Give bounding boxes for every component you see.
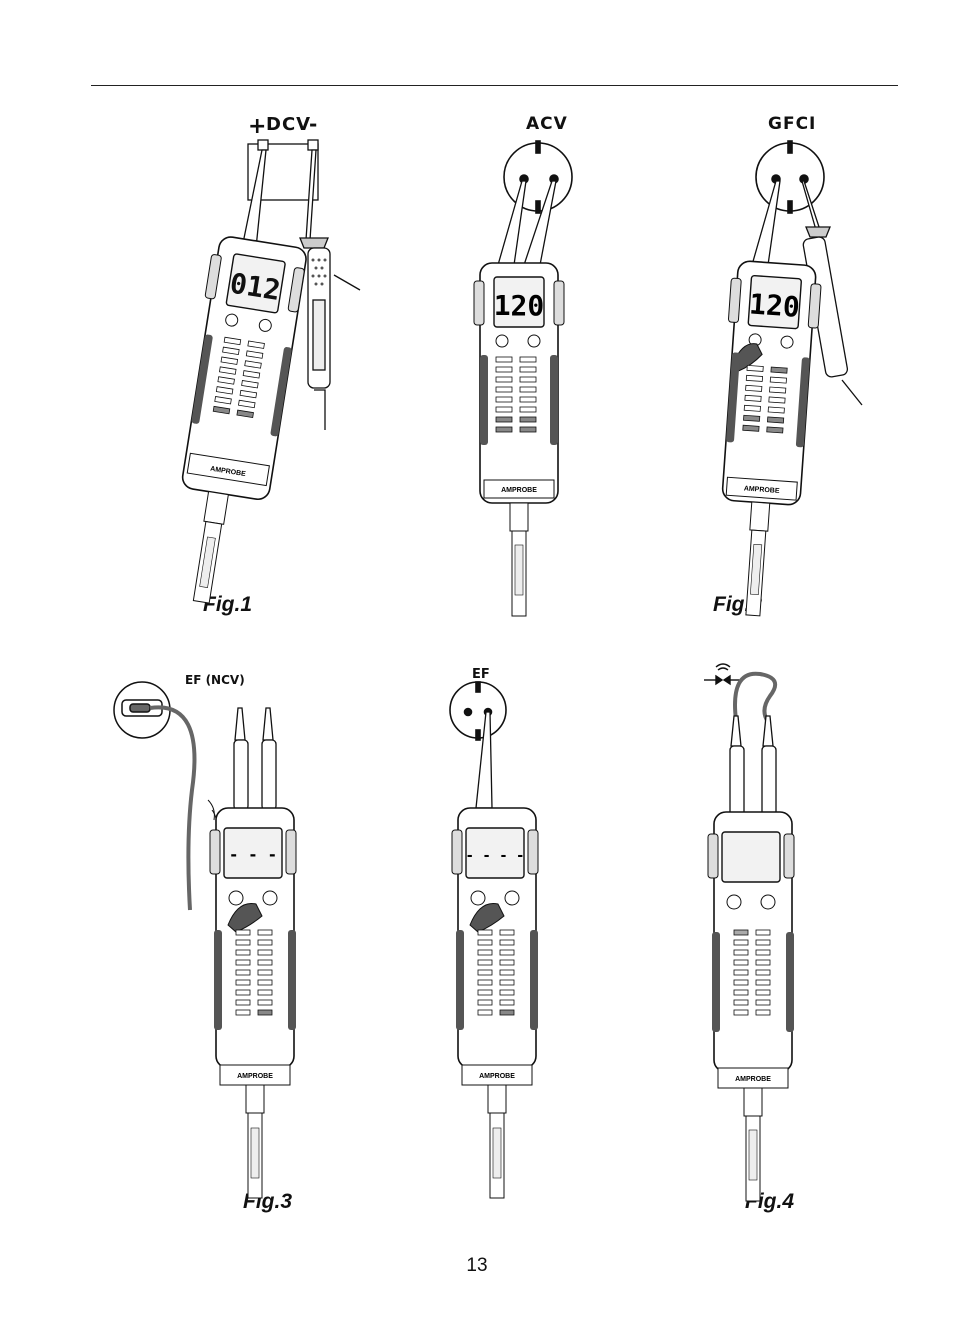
free-probe xyxy=(299,149,361,430)
tester-body: 012 AMPROBE xyxy=(181,236,307,604)
tester-body: 120 AMPROBE xyxy=(721,260,822,617)
gfci-outlet xyxy=(755,140,825,214)
svg-text:AMPROBE: AMPROBE xyxy=(501,487,537,494)
lcd-value: 120 xyxy=(748,287,801,323)
continuity-illustration: AMPROBE xyxy=(704,663,795,1202)
probe-grip-pattern xyxy=(311,258,327,286)
ef-illustration: - - - - AMPROBE xyxy=(449,681,539,1199)
tester-body: AMPROBE xyxy=(707,811,795,1202)
lcd-screen xyxy=(721,831,781,883)
lcd-value: - - - - xyxy=(465,848,524,864)
gfci-illustration: 120 AMPROBE xyxy=(721,140,863,617)
minus-sign: - xyxy=(309,112,318,136)
cable-reel xyxy=(113,681,197,911)
svg-text:AMPROBE: AMPROBE xyxy=(744,485,781,495)
plus-sign: + xyxy=(248,114,267,139)
svg-text:AMPROBE: AMPROBE xyxy=(735,1076,771,1083)
lcd-value: 012 xyxy=(228,267,283,308)
probe-tips xyxy=(233,707,277,811)
ef-outlet xyxy=(449,681,507,741)
fig1-label: Fig.1 xyxy=(203,593,253,616)
page-number: 13 xyxy=(466,1255,488,1276)
svg-text:AMPROBE: AMPROBE xyxy=(237,1073,273,1080)
tester-body: - - - - AMPROBE xyxy=(451,807,539,1199)
header-rule xyxy=(91,85,898,86)
gfci-label: GFCI xyxy=(768,114,817,134)
svg-text:AMPROBE: AMPROBE xyxy=(479,1073,515,1080)
finger-press xyxy=(469,902,505,933)
acv-illustration: 120 AMPROBE xyxy=(473,140,573,617)
test-lead-loop xyxy=(733,671,778,724)
lcd-screen xyxy=(747,274,802,330)
tester-body: 120 AMPROBE xyxy=(473,262,565,617)
ac-outlet xyxy=(503,140,573,214)
probe-tips xyxy=(729,715,777,817)
lcd-value: 120 xyxy=(494,289,545,322)
lcd-screen xyxy=(225,253,286,314)
ef-label: EF xyxy=(472,667,490,682)
lcd-screen xyxy=(223,827,283,879)
finger-press xyxy=(732,343,763,372)
acv-label: ACV xyxy=(526,114,568,134)
probe-tip-fixed xyxy=(241,149,267,249)
continuity-symbol-icon xyxy=(704,663,742,686)
ef-ncv-label: EF (NCV) xyxy=(185,673,245,687)
dcv-illustration: 012 AMPROBE xyxy=(181,139,361,604)
lcd-screen xyxy=(493,276,545,328)
tester-body: - - - AMPROBE xyxy=(209,807,297,1199)
lcd-value: - - - xyxy=(229,845,277,864)
lcd-screen xyxy=(465,827,525,879)
ef-ncv-illustration: - - - AMPROBE xyxy=(113,681,297,1199)
finger-press xyxy=(227,902,263,933)
dcv-label: DCV xyxy=(266,114,312,135)
